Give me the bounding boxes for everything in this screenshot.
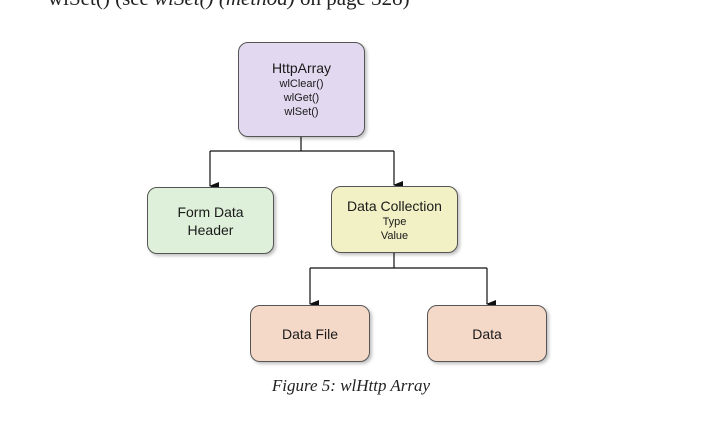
node-form-data-header: Form Data Header xyxy=(147,187,274,254)
figure-caption: Figure 5: wlHttp Array xyxy=(271,376,431,395)
connector-root-children xyxy=(209,137,403,190)
node-httparray-method: wlGet() xyxy=(283,92,320,104)
node-data-collection: Data Collection Type Value xyxy=(331,186,458,253)
node-data-collection-title: Data Collection xyxy=(347,197,442,214)
node-data-collection-field: Value xyxy=(380,229,409,242)
node-data-collection-field: Type xyxy=(382,215,407,228)
body-text-suffix: on page 328) xyxy=(295,0,410,10)
node-httparray-title: HttpArray xyxy=(271,60,332,76)
node-data-title: Data xyxy=(472,325,502,342)
node-form-data-header-line: Form Data xyxy=(177,203,244,220)
node-httparray-method: wlSet() xyxy=(284,106,319,118)
node-httparray-method: wlClear() xyxy=(279,78,324,90)
body-text-line: wlSet() (see wlSet() (method) on page 32… xyxy=(48,0,410,11)
node-form-data-header-line: Header xyxy=(187,221,234,238)
node-data-file-title: Data File xyxy=(281,325,339,342)
body-text-prefix: wlSet() (see xyxy=(48,0,154,10)
node-httparray: HttpArray wlClear() wlGet() wlSet() xyxy=(238,42,365,137)
body-text-link: wlSet() (method) xyxy=(154,0,295,10)
node-data-file: Data File xyxy=(250,305,370,362)
node-data: Data xyxy=(427,305,547,362)
connector-collection-children xyxy=(309,253,496,308)
